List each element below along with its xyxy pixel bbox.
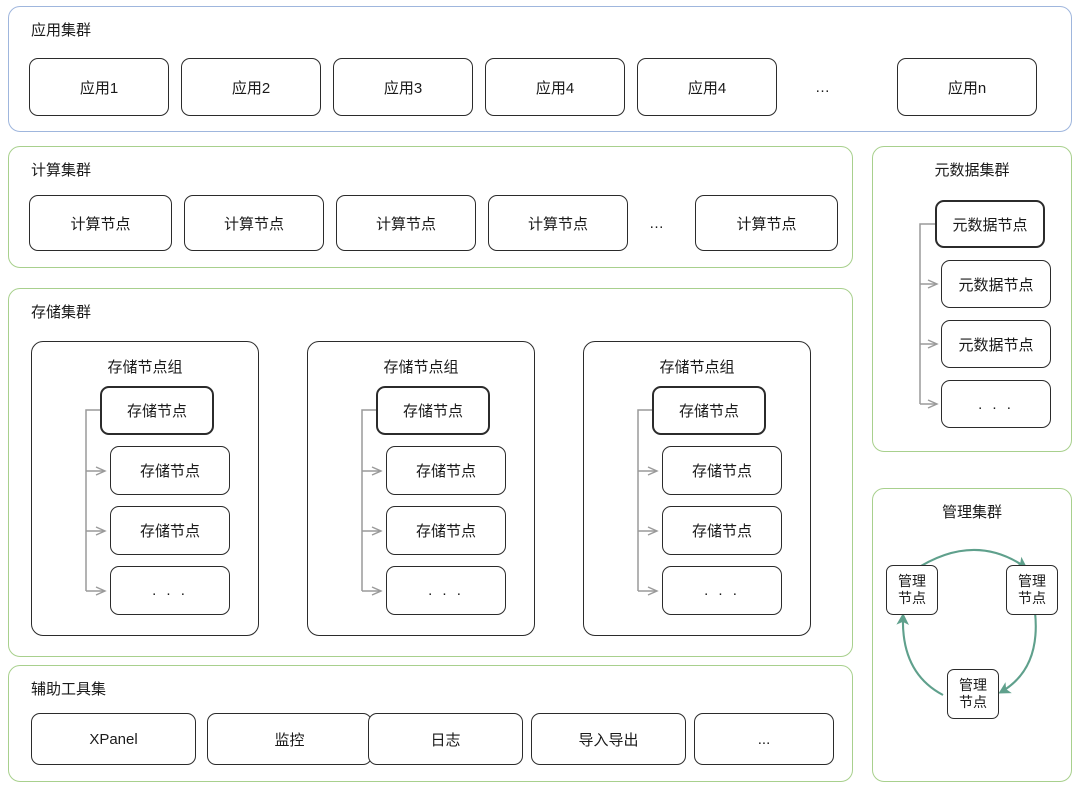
storage-node-label: . . .: [428, 582, 464, 599]
storage-node-follower-2[interactable]: 存储节点: [662, 506, 782, 555]
storage-node-master[interactable]: 存储节点: [100, 386, 214, 435]
compute-node-4[interactable]: 计算节点: [488, 195, 628, 251]
app-node-label: 应用3: [383, 79, 423, 97]
storage-node-group-title: 存储节点组: [659, 359, 735, 376]
tool-xpanel[interactable]: XPanel: [31, 713, 196, 765]
storage-node-group-2: 存储节点组 存储节点 存储节点 存储节点 . . .: [307, 341, 535, 636]
storage-node-follower-1[interactable]: 存储节点: [662, 446, 782, 495]
storage-node-follower-2[interactable]: 存储节点: [386, 506, 506, 555]
compute-cluster-title: 计算集群: [31, 162, 92, 179]
storage-cluster: 存储集群 存储节点组 存储节点 存储节点 存储节点 . . .: [8, 288, 853, 657]
compute-node-label: 计算节点: [223, 215, 284, 233]
metadata-cluster-title: 元数据集群: [934, 162, 1010, 179]
app-node-label: 应用4: [535, 79, 575, 97]
compute-node-label: 计算节点: [70, 215, 131, 233]
app-node-3[interactable]: 应用3: [333, 58, 473, 116]
storage-node-group-title: 存储节点组: [107, 359, 183, 376]
app-cluster: 应用集群 应用1 应用2 应用3 应用4 应用4 … 应用n: [8, 6, 1072, 132]
storage-node-more[interactable]: . . .: [386, 566, 506, 615]
management-node-label-line2: 节点: [898, 590, 926, 606]
storage-node-label: . . .: [152, 582, 188, 599]
storage-node-label: . . .: [704, 582, 740, 599]
storage-node-label: 存储节点: [415, 463, 476, 480]
app-cluster-title: 应用集群: [31, 22, 92, 39]
storage-node-master[interactable]: 存储节点: [376, 386, 490, 435]
compute-node-label: 计算节点: [375, 215, 436, 233]
storage-node-label: 存储节点: [402, 403, 463, 420]
management-node-left[interactable]: 管理 节点: [886, 565, 938, 615]
storage-node-group-3: 存储节点组 存储节点 存储节点 存储节点 . . .: [583, 341, 811, 636]
management-node-label-line1: 管理: [959, 677, 987, 694]
compute-node-1[interactable]: 计算节点: [29, 195, 172, 251]
tool-logs[interactable]: 日志: [368, 713, 523, 765]
app-node-label: 应用2: [231, 79, 271, 97]
storage-node-label: 存储节点: [126, 403, 187, 420]
compute-node-5[interactable]: 计算节点: [695, 195, 838, 251]
storage-cluster-title: 存储集群: [31, 304, 92, 321]
app-node-label: 应用1: [79, 79, 119, 97]
tools-cluster: 辅助工具集 XPanel 监控 日志 导入导出 ...: [8, 665, 853, 782]
management-node-bottom[interactable]: 管理 节点: [947, 669, 999, 719]
metadata-node-label: 元数据节点: [952, 216, 1028, 234]
storage-node-follower-1[interactable]: 存储节点: [110, 446, 230, 495]
tool-label: ...: [757, 730, 771, 748]
tool-monitoring[interactable]: 监控: [207, 713, 372, 765]
storage-node-group-title: 存储节点组: [383, 359, 459, 376]
tool-import-export[interactable]: 导入导出: [531, 713, 686, 765]
storage-node-label: 存储节点: [691, 463, 752, 480]
management-node-label-line2: 节点: [959, 694, 987, 710]
app-node-n[interactable]: 应用n: [897, 58, 1037, 116]
storage-node-follower-2[interactable]: 存储节点: [110, 506, 230, 555]
metadata-node-label: 元数据节点: [958, 276, 1034, 294]
storage-node-group-1: 存储节点组 存储节点 存储节点 存储节点 . . .: [31, 341, 259, 636]
app-node-label: 应用4: [687, 79, 727, 97]
storage-node-label: 存储节点: [415, 523, 476, 540]
app-node-label: 应用n: [947, 79, 987, 97]
tool-more[interactable]: ...: [694, 713, 834, 765]
tool-label: 日志: [430, 731, 461, 749]
storage-node-label: 存储节点: [678, 403, 739, 420]
tool-label: 监控: [274, 731, 305, 749]
tools-cluster-title: 辅助工具集: [31, 681, 107, 698]
metadata-node-follower-1[interactable]: 元数据节点: [941, 260, 1051, 308]
metadata-node-master[interactable]: 元数据节点: [935, 200, 1045, 248]
storage-node-label: 存储节点: [139, 523, 200, 540]
storage-node-more[interactable]: . . .: [110, 566, 230, 615]
management-node-right[interactable]: 管理 节点: [1006, 565, 1058, 615]
management-cycle-arrows: [896, 548, 1037, 696]
metadata-node-follower-2[interactable]: 元数据节点: [941, 320, 1051, 368]
storage-node-label: 存储节点: [139, 463, 200, 480]
app-cluster-ellipsis: …: [815, 79, 832, 96]
tool-label: 导入导出: [578, 731, 639, 749]
compute-node-label: 计算节点: [527, 215, 588, 233]
compute-node-label: 计算节点: [736, 215, 797, 233]
metadata-cluster: 元数据集群 元数据节点 元数据节点 元数据节点 . . .: [872, 146, 1072, 452]
storage-node-label: 存储节点: [691, 523, 752, 540]
management-cluster: 管理集群 管理 节点 管理 节点 管理 节点: [872, 488, 1072, 782]
app-node-1[interactable]: 应用1: [29, 58, 169, 116]
metadata-node-label: 元数据节点: [958, 336, 1034, 354]
metadata-node-label: . . .: [978, 395, 1014, 413]
management-cluster-title: 管理集群: [941, 504, 1002, 521]
storage-node-more[interactable]: . . .: [662, 566, 782, 615]
app-node-2[interactable]: 应用2: [181, 58, 321, 116]
compute-node-3[interactable]: 计算节点: [336, 195, 476, 251]
management-node-label-line1: 管理: [1018, 573, 1046, 590]
app-node-4[interactable]: 应用4: [485, 58, 625, 116]
app-node-5[interactable]: 应用4: [637, 58, 777, 116]
metadata-node-more[interactable]: . . .: [941, 380, 1051, 428]
storage-node-master[interactable]: 存储节点: [652, 386, 766, 435]
compute-cluster-ellipsis: …: [649, 215, 666, 232]
compute-cluster: 计算集群 计算节点 计算节点 计算节点 计算节点 … 计算节点: [8, 146, 853, 268]
tool-label: XPanel: [89, 730, 138, 748]
compute-node-2[interactable]: 计算节点: [184, 195, 324, 251]
management-node-label-line1: 管理: [898, 573, 926, 590]
management-node-label-line2: 节点: [1018, 590, 1046, 606]
storage-node-follower-1[interactable]: 存储节点: [386, 446, 506, 495]
